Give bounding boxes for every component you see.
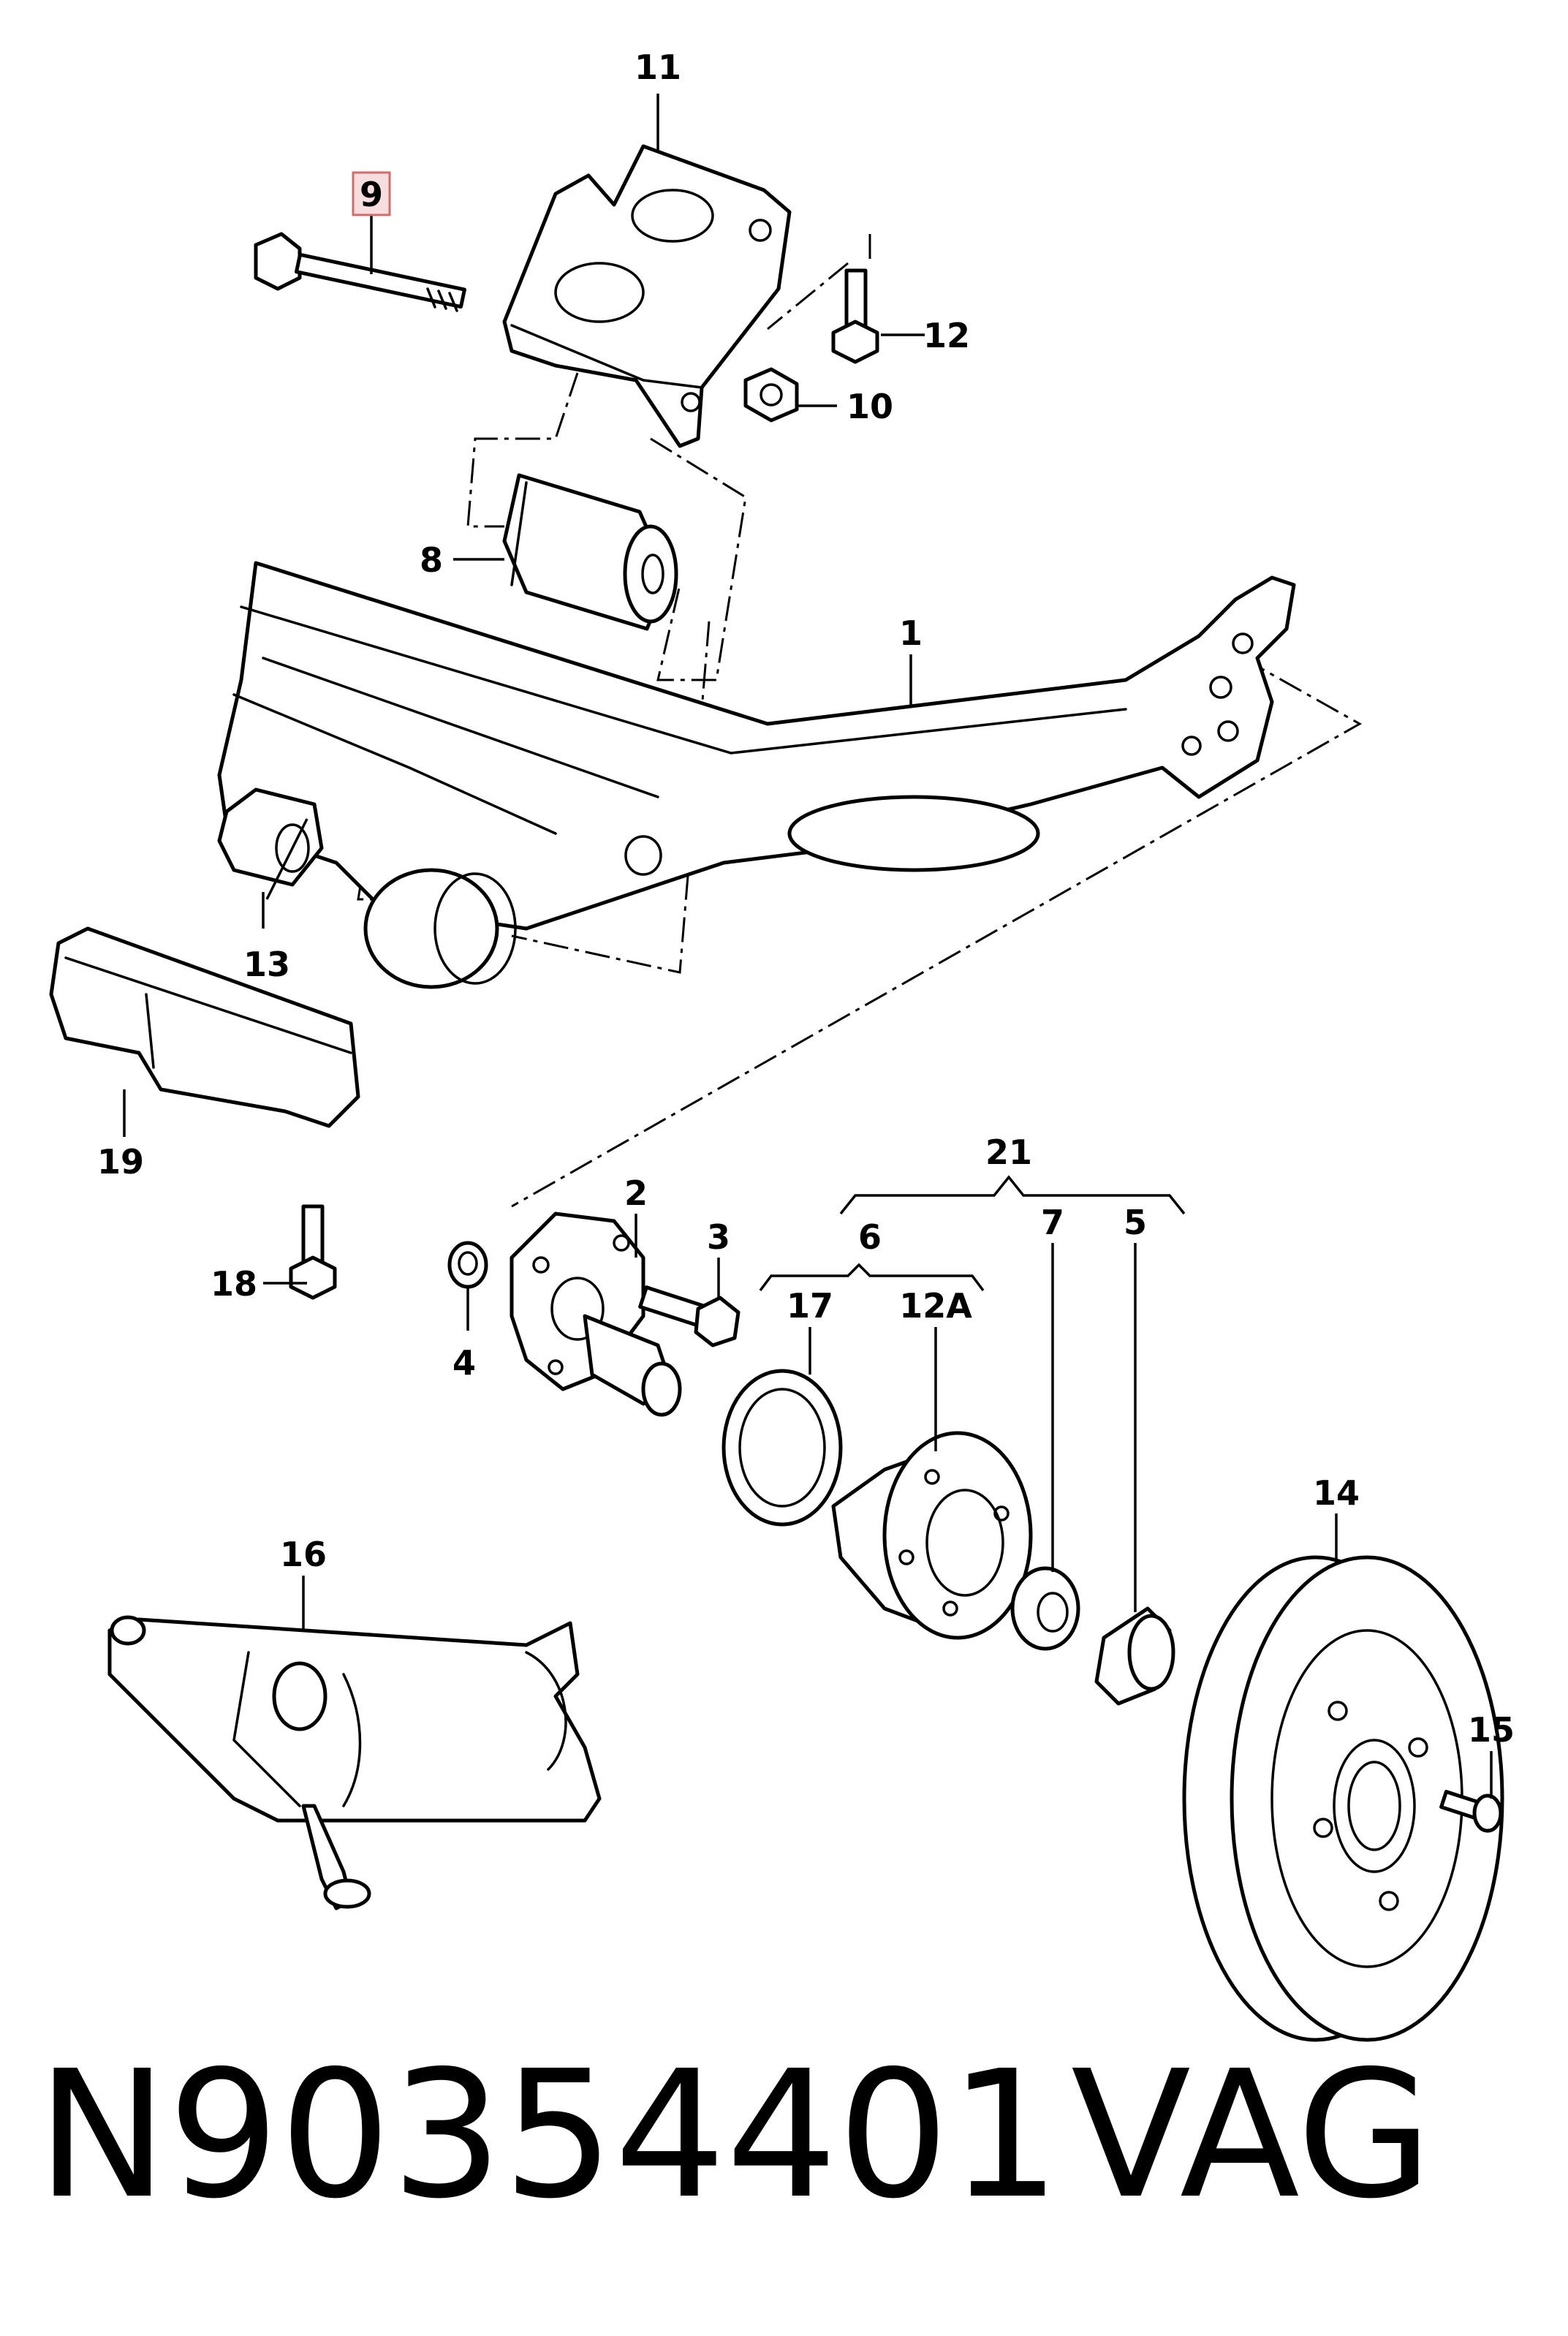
nut-part-10 [743, 367, 799, 423]
screw-part-12 [831, 268, 879, 364]
label-9: 9 [360, 175, 383, 214]
abs-ring-part-17 [721, 1369, 843, 1527]
label-12: 12 [923, 316, 970, 355]
brake-disc-part-14 [1182, 1555, 1504, 2042]
stub-axle-part-2 [510, 1212, 682, 1417]
label-7: 7 [1041, 1203, 1064, 1242]
bushing-part-8 [502, 473, 678, 631]
axle-beam-part-1 [217, 561, 1296, 989]
screw-part-15 [1439, 1790, 1503, 1833]
bolt-part-9 [254, 232, 466, 312]
label-10: 10 [847, 387, 893, 426]
part-number-text: N90354401 [37, 2033, 1061, 2237]
label-5: 5 [1124, 1203, 1147, 1242]
brand-text: VAG [1071, 2033, 1433, 2237]
label-18: 18 [211, 1264, 257, 1304]
label-2: 2 [624, 1173, 648, 1213]
bracket-plate-part-16 [107, 1615, 602, 1910]
block-part-19 [49, 926, 360, 1128]
label-15: 15 [1468, 1710, 1515, 1750]
label-17: 17 [787, 1286, 833, 1326]
bracket-part-11 [502, 144, 792, 448]
label-21: 21 [985, 1133, 1032, 1172]
label-16: 16 [280, 1535, 327, 1574]
label-12a: 12A [899, 1286, 972, 1326]
label-4: 4 [452, 1343, 476, 1383]
leader-lines [123, 94, 1493, 1799]
label-3: 3 [707, 1217, 730, 1257]
bolt-part-3 [638, 1285, 741, 1347]
label-6: 6 [858, 1217, 882, 1257]
label-14: 14 [1313, 1473, 1360, 1513]
hub-nut-part-7 [1010, 1566, 1080, 1651]
sleeve-part-4 [447, 1241, 488, 1289]
highlight-box-part-9 [352, 171, 391, 216]
label-13: 13 [243, 945, 290, 984]
stop-part-13 [217, 787, 324, 887]
cap-part-5 [1094, 1606, 1175, 1706]
label-1: 1 [899, 613, 923, 653]
label-11: 11 [635, 48, 681, 87]
part-labels: 9 11 12 10 8 1 13 19 18 4 2 3 6 17 12A 2… [97, 48, 1515, 1750]
hub-part-12a [831, 1431, 1033, 1640]
screw-part-18 [289, 1204, 337, 1300]
label-19: 19 [97, 1142, 144, 1182]
label-8: 8 [420, 540, 443, 580]
